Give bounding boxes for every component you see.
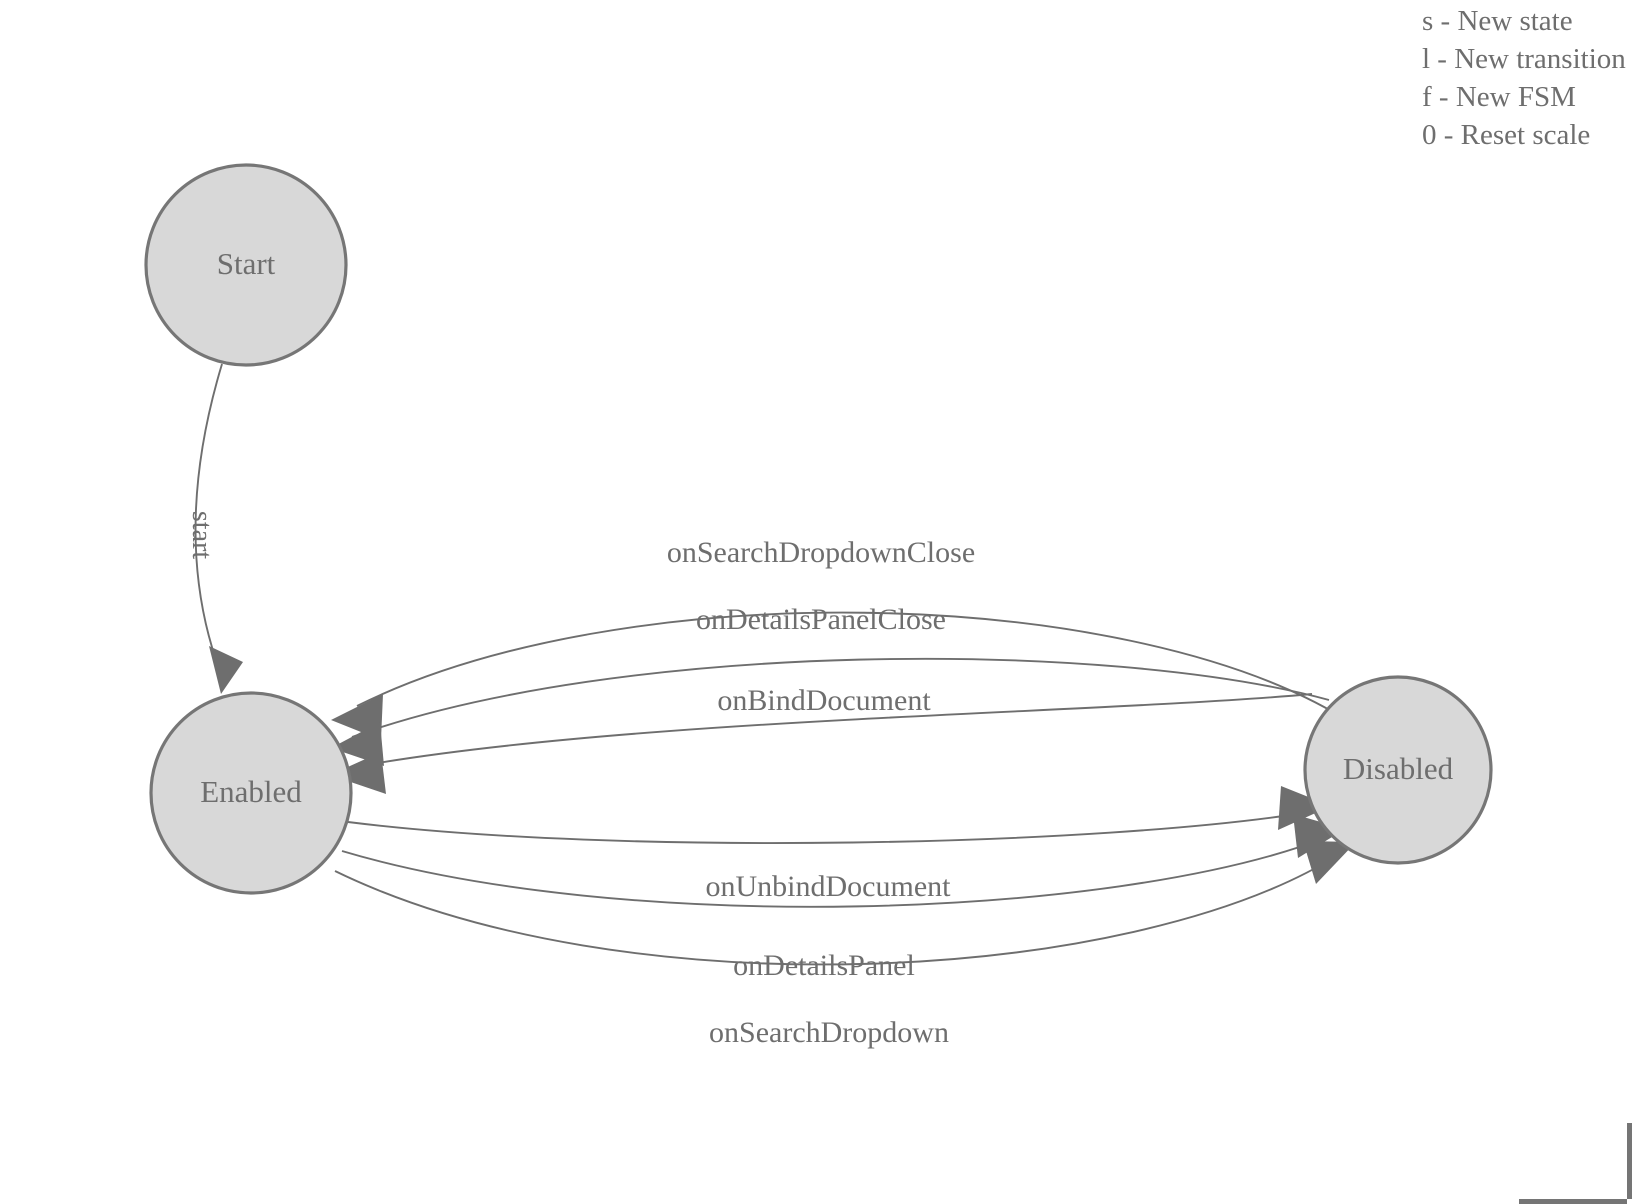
transition-onsearchdropdown-arrowhead: [1303, 841, 1356, 884]
transition-onunbinddocument-path[interactable]: [347, 811, 1311, 844]
transition-onsearchdropdown[interactable]: onSearchDropdown: [334, 841, 1356, 1049]
transition-ondetailspanelclose-arrowhead: [331, 722, 384, 766]
state-node-enabled[interactable]: Enabled: [149, 691, 353, 895]
transition-onunbinddocument[interactable]: onUnbindDocument: [347, 786, 1331, 903]
state-node-start-circle[interactable]: [144, 163, 348, 367]
transition-onsearchdropdown-label: onSearchDropdown: [709, 1016, 949, 1049]
horizontal-scrollbar-thumb[interactable]: [1519, 1199, 1627, 1204]
transition-start-path[interactable]: [194, 363, 223, 661]
state-node-enabled-label: Enabled: [200, 774, 302, 809]
state-node-disabled-label: Disabled: [1343, 751, 1454, 786]
transition-ondetailspanel[interactable]: onDetailsPanel: [341, 814, 1345, 982]
state-node-disabled[interactable]: Disabled: [1303, 675, 1493, 865]
transition-onsearchdropdown-path[interactable]: [334, 854, 1339, 966]
state-node-start[interactable]: Start: [144, 163, 348, 367]
transition-ondetailspanel-label: onDetailsPanel: [733, 949, 915, 982]
transition-onbinddocument-arrowhead: [330, 752, 386, 794]
transition-onbinddocument-label: onBindDocument: [717, 684, 931, 717]
state-node-disabled-circle[interactable]: [1303, 675, 1493, 865]
transition-ondetailspanelclose-label: onDetailsPanelClose: [696, 603, 946, 636]
transition-start-label: start: [186, 511, 217, 559]
transition-onbinddocument-path[interactable]: [348, 693, 1313, 769]
transition-ondetailspanel-path[interactable]: [341, 837, 1326, 908]
state-node-start-label: Start: [217, 246, 276, 281]
vertical-scrollbar-thumb[interactable]: [1627, 1123, 1632, 1199]
transition-ondetailspanelclose-path[interactable]: [351, 657, 1330, 738]
transition-onsearchdropdownclose-path[interactable]: [356, 611, 1341, 717]
transition-start[interactable]: start: [186, 363, 243, 694]
transition-onunbinddocument-label: onUnbindDocument: [706, 870, 952, 903]
transition-onunbinddocument-arrowhead: [1278, 786, 1331, 830]
transition-onsearchdropdownclose-label: onSearchDropdownClose: [667, 536, 975, 569]
transition-onbinddocument[interactable]: onBindDocument: [330, 684, 1313, 794]
transition-ondetailspanelclose[interactable]: onDetailsPanelClose: [331, 603, 1330, 766]
transition-onsearchdropdownclose[interactable]: onSearchDropdownClose: [331, 536, 1341, 740]
state-node-enabled-circle[interactable]: [149, 691, 353, 895]
transition-start-arrowhead: [209, 646, 243, 694]
